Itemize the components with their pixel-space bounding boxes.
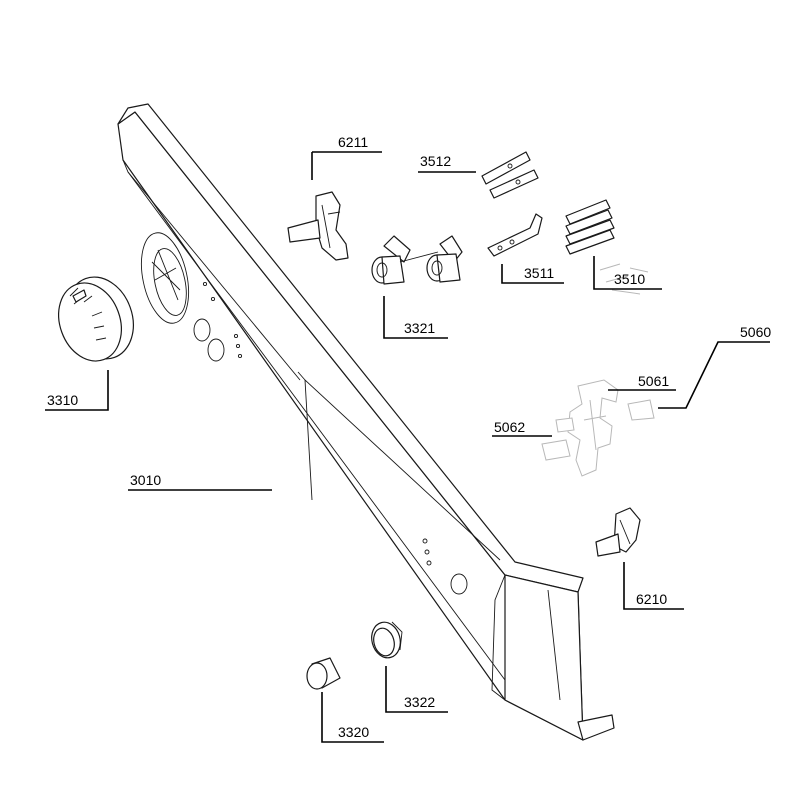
button-part-3321	[371, 235, 463, 285]
rod-part-3511	[487, 213, 543, 257]
switch-part-6210	[595, 507, 641, 557]
label-6210: 6210	[636, 591, 667, 607]
label-3320: 3320	[338, 724, 369, 740]
label-3510: 3510	[614, 271, 645, 287]
label-3010: 3010	[130, 472, 161, 488]
label-5060: 5060	[740, 324, 771, 340]
label-3322: 3322	[404, 694, 435, 710]
module-part-5061	[627, 399, 655, 421]
control-panel-part-3010	[117, 103, 615, 741]
knob-part-3310	[58, 276, 134, 362]
label-3512: 3512	[420, 153, 451, 169]
module-part-5060	[567, 379, 619, 477]
cap-part-3320	[306, 657, 341, 690]
dial-opening	[141, 232, 189, 324]
leader-lines	[45, 151, 770, 743]
switch-part-6211	[287, 191, 349, 261]
label-3310: 3310	[47, 392, 78, 408]
ring-part-3322	[371, 621, 403, 659]
label-3511: 3511	[524, 265, 554, 281]
rod-part-3512	[481, 151, 539, 199]
label-5061: 5061	[638, 373, 669, 389]
label-3321: 3321	[404, 320, 435, 336]
module-part-5062	[541, 417, 575, 461]
light-pipe-part-3510	[565, 199, 649, 295]
callout-labels: 3010 3310 6211 3512 3511 3510 3321 5060 …	[47, 134, 771, 740]
label-5062: 5062	[494, 419, 525, 435]
label-6211: 6211	[338, 134, 368, 150]
